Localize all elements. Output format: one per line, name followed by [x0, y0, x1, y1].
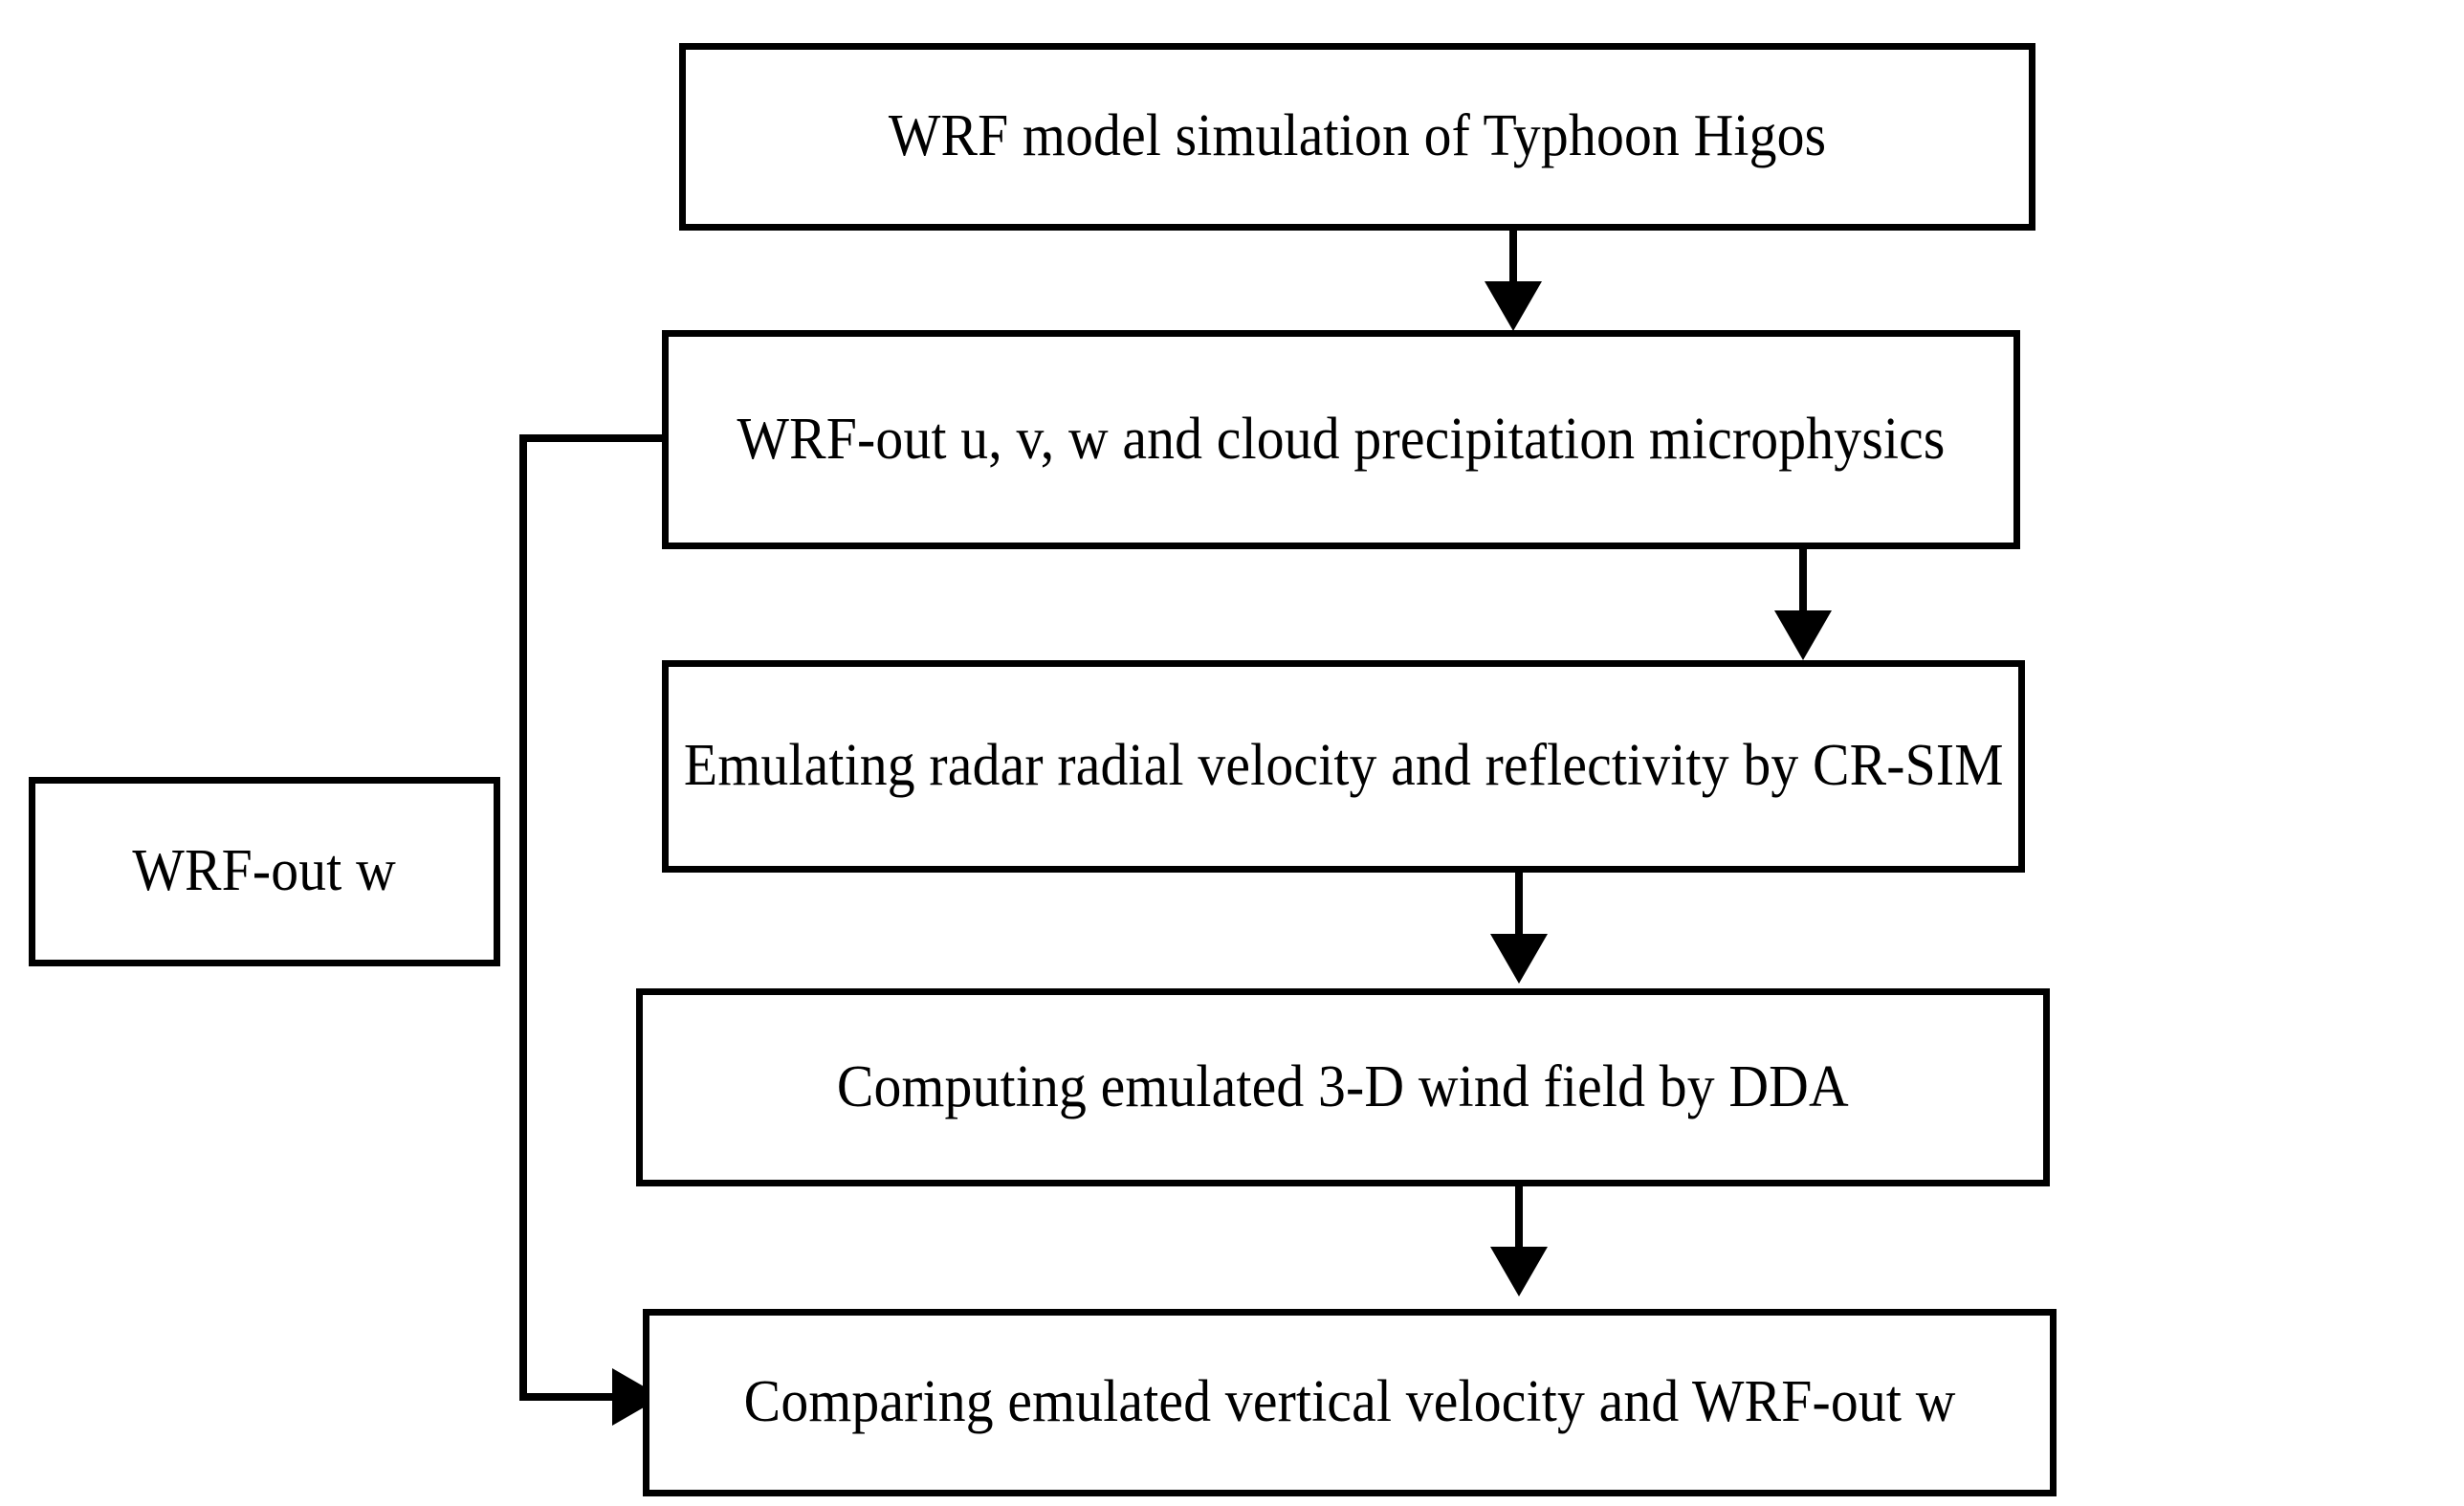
edge-1-line [1509, 231, 1517, 288]
node-computing-wind-field-label: Computing emulated 3-D wind field by DDA [837, 1053, 1849, 1119]
node-wrf-model-simulation: WRF model simulation of Typhoon Higos [679, 43, 2035, 231]
node-comparing-velocity: Comparing emulated vertical velocity and… [643, 1309, 2057, 1496]
edge-5-segment-bottom [519, 1393, 629, 1401]
node-wrf-model-simulation-label: WRF model simulation of Typhoon Higos [888, 103, 1827, 169]
edge-2-line [1799, 549, 1807, 616]
node-comparing-velocity-label: Comparing emulated vertical velocity and… [743, 1369, 1956, 1435]
edge-3-arrowhead [1490, 934, 1548, 984]
node-wrf-out-w-label: WRF-out w [132, 838, 397, 904]
edge-1-arrowhead [1485, 281, 1542, 331]
node-wrf-out-uvw-microphysics-label: WRF-out u, v, w and cloud precipitation … [737, 406, 1946, 472]
node-wrf-out-uvw-microphysics: WRF-out u, v, w and cloud precipitation … [662, 330, 2020, 549]
edge-5-segment-vertical [519, 434, 527, 1401]
edge-4-line [1515, 1186, 1523, 1251]
edge-3-line [1515, 873, 1523, 940]
node-wrf-out-w: WRF-out w [29, 777, 500, 966]
edge-2-arrowhead [1774, 610, 1832, 660]
edge-4-arrowhead [1490, 1247, 1548, 1296]
edge-5-segment-top [519, 434, 665, 442]
node-emulating-radar-label: Emulating radar radial velocity and refl… [683, 733, 2004, 799]
node-computing-wind-field: Computing emulated 3-D wind field by DDA [636, 988, 2050, 1186]
node-emulating-radar: Emulating radar radial velocity and refl… [662, 660, 2025, 873]
